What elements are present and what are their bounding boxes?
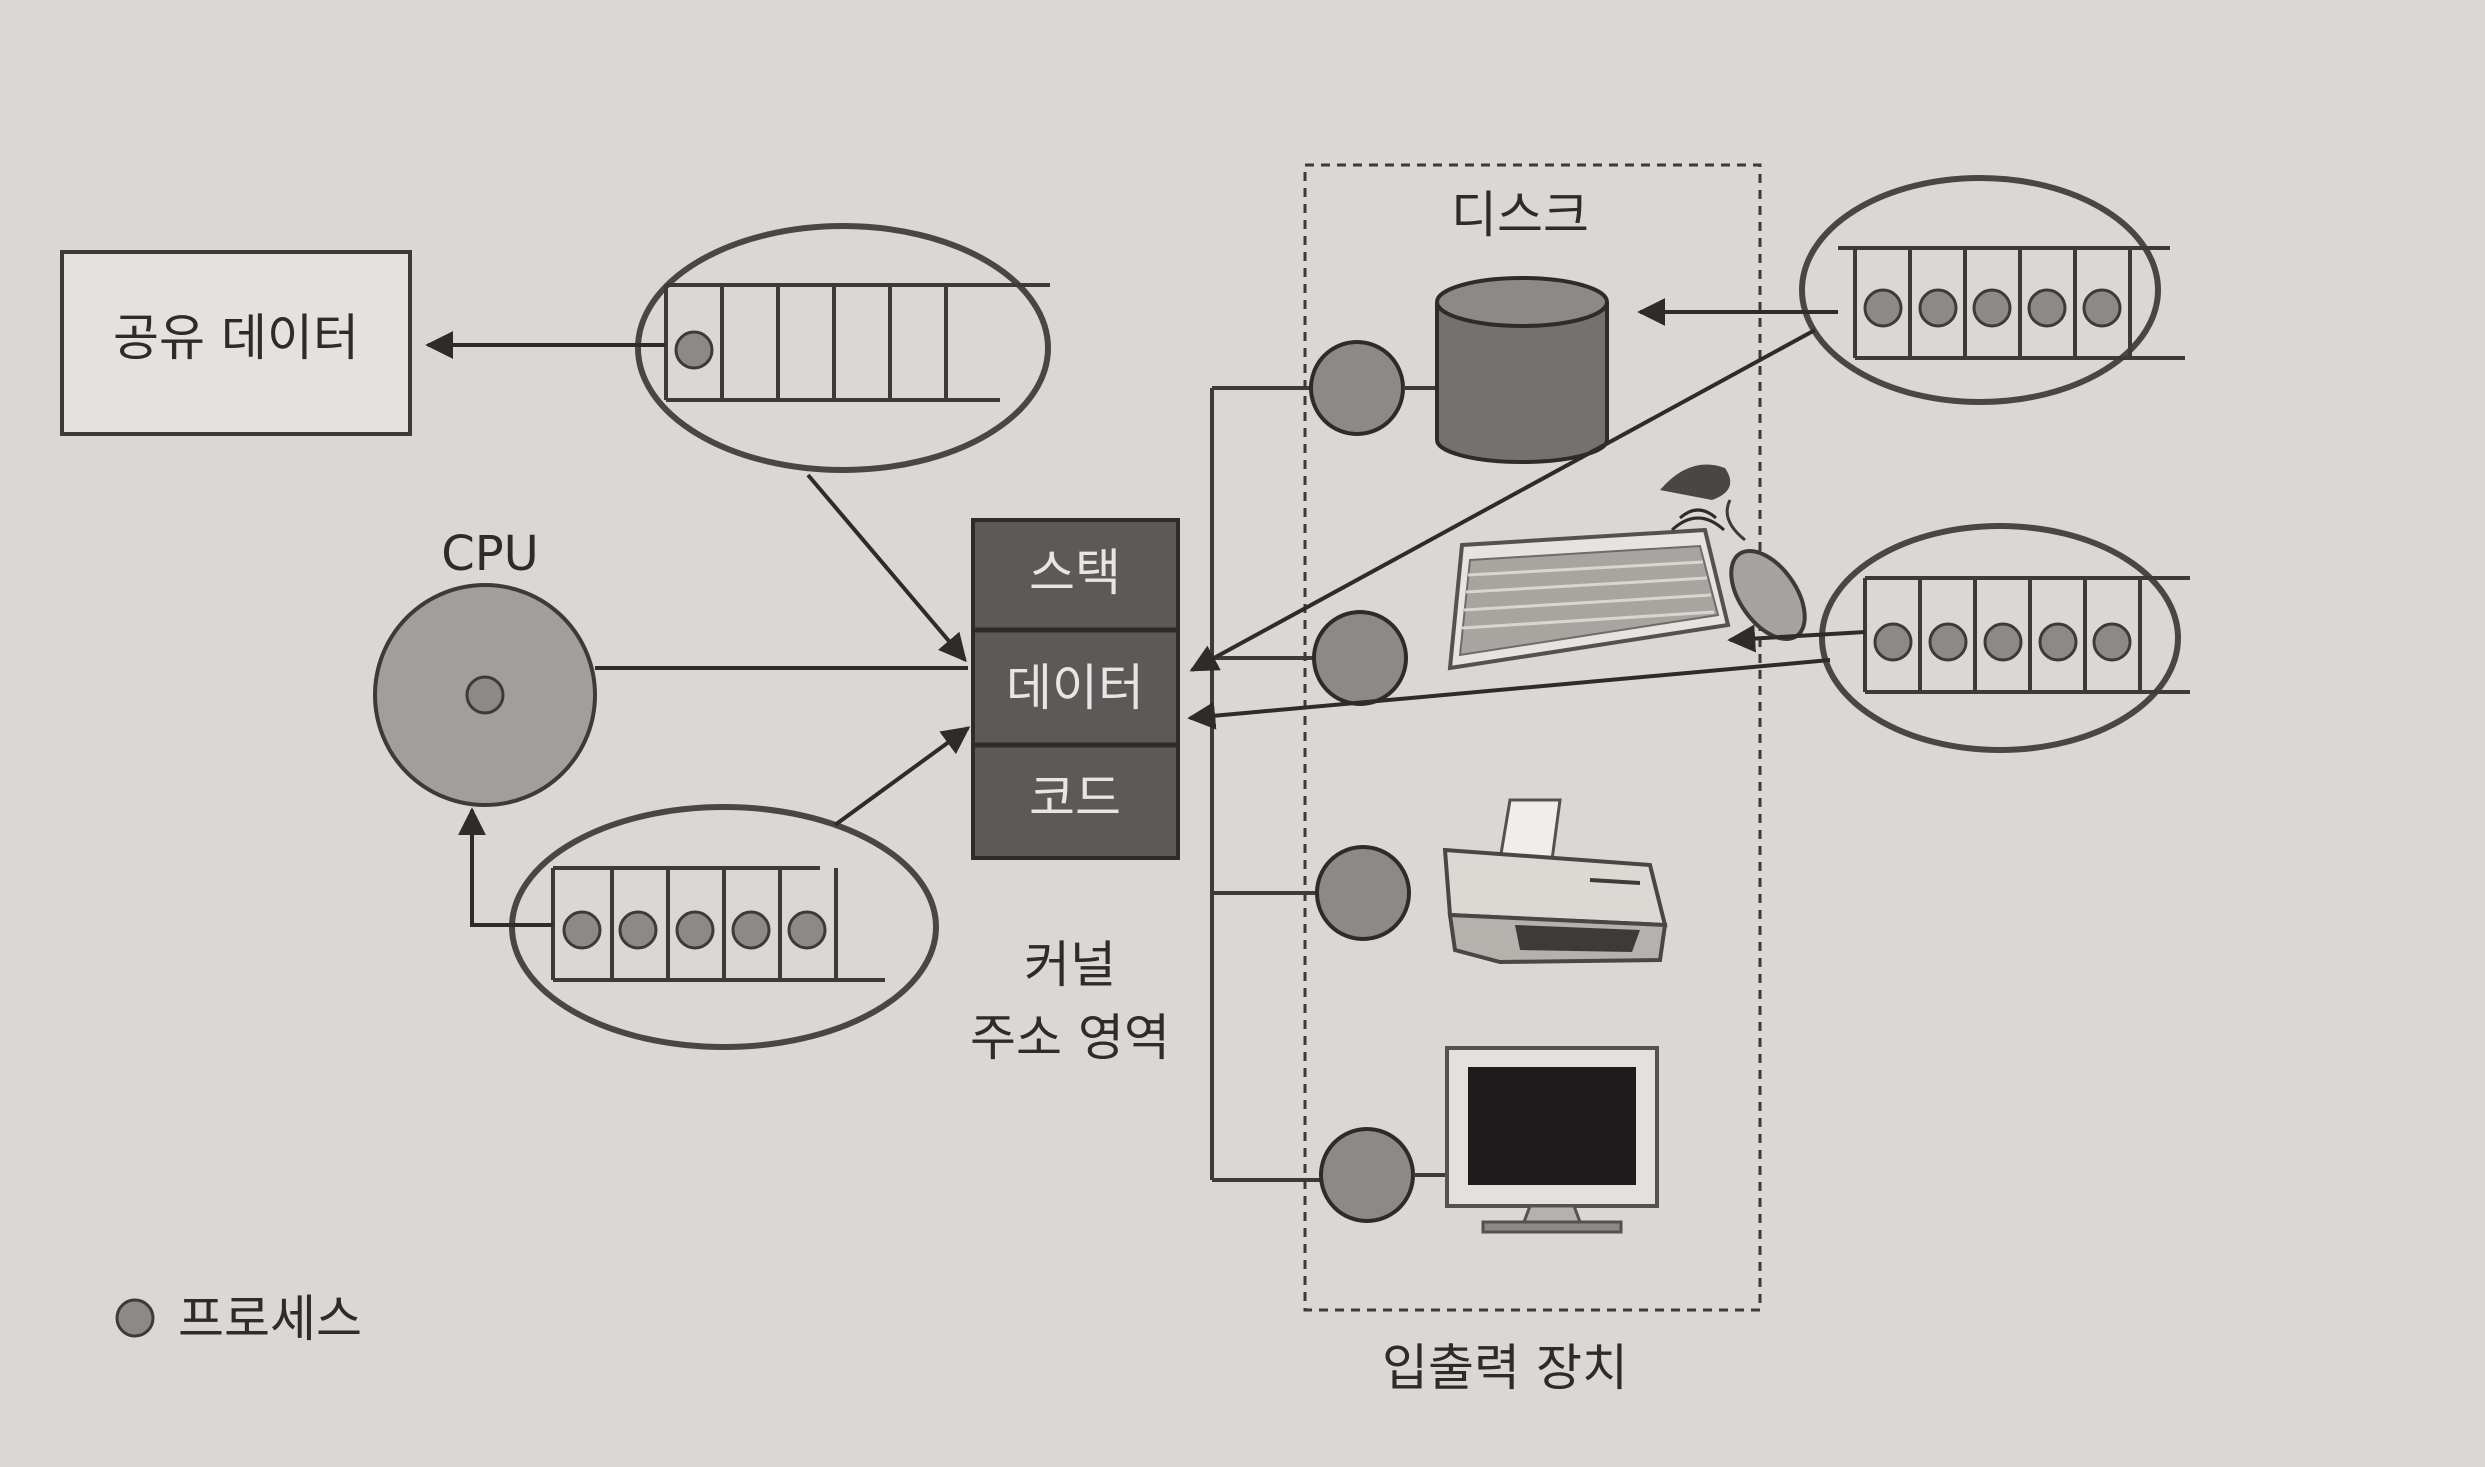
monitor-icon — [1445, 1046, 1659, 1234]
shared-data-queue — [635, 223, 1051, 473]
process-dot — [1928, 622, 1968, 662]
kernel-data-label: 데이터 — [1006, 659, 1144, 717]
disk-icon — [1435, 276, 1609, 464]
process-dot — [674, 330, 714, 370]
legend: 프로세스 — [115, 1290, 362, 1348]
process-dot — [675, 910, 715, 950]
kernel-title-line1: 커널 — [1024, 936, 1116, 994]
process-dot — [731, 910, 771, 950]
process-dot — [2082, 288, 2122, 328]
disk-queue — [1799, 175, 2185, 405]
process-dot — [465, 675, 505, 715]
shared-data-box: 공유 데이터 — [60, 250, 412, 436]
printer-icon — [1442, 798, 1668, 965]
flow-arrows — [425, 298, 1866, 927]
process-dot — [618, 910, 658, 950]
process-dot — [787, 910, 827, 950]
io-devices-label: 입출력 장치 — [1382, 1339, 1628, 1397]
monitor-process — [1319, 1127, 1415, 1223]
process-dot — [562, 910, 602, 950]
kernel-title-line2: 주소 영역 — [970, 1009, 1170, 1067]
keyboard-mouse-icon — [1447, 464, 1807, 671]
printer-process — [1315, 845, 1411, 941]
process-dot — [1863, 288, 1903, 328]
kernel-code-label: 코드 — [1029, 769, 1121, 827]
ready-queue — [509, 804, 939, 1050]
keyboard-queue — [1819, 523, 2190, 753]
cpu: CPU — [373, 526, 597, 807]
process-dot — [1972, 288, 2012, 328]
disk-process — [1309, 340, 1405, 436]
process-dot — [2092, 622, 2132, 662]
disk-label: 디스크 — [1451, 186, 1589, 244]
process-dot — [2027, 288, 2067, 328]
process-dot — [1918, 288, 1958, 328]
process-dot — [1983, 622, 2023, 662]
legend-process-label: 프로세스 — [178, 1290, 362, 1348]
cpu-label: CPU — [441, 526, 539, 582]
io-devices-region: 입출력 장치 — [1303, 163, 1762, 1397]
process-dot — [1873, 622, 1913, 662]
keyboard-process — [1312, 610, 1408, 706]
process-dot — [2038, 622, 2078, 662]
kernel-stack-label: 스택 — [1029, 544, 1121, 602]
legend-process-dot — [115, 1298, 155, 1338]
kernel-address-space: 스택 데이터 코드 커널 주소 영역 — [970, 518, 1180, 1067]
shared-data-label: 공유 데이터 — [113, 309, 359, 367]
